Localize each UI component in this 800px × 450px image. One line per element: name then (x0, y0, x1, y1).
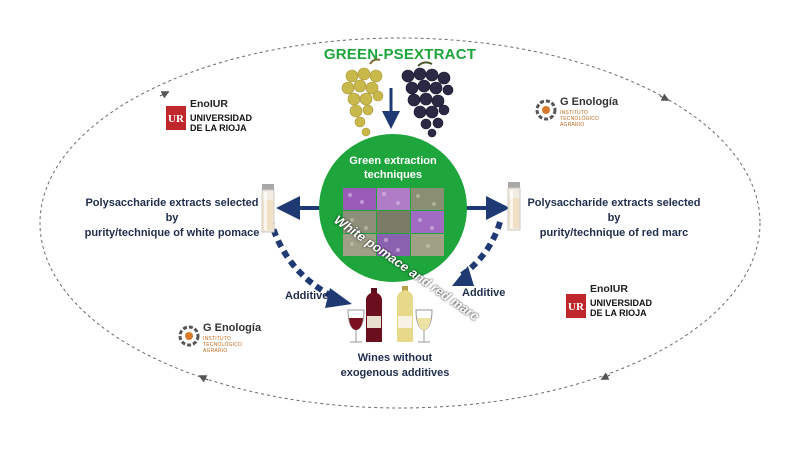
additive-left-label: Additive (285, 290, 329, 302)
ur-emblem-icon: UR (166, 106, 186, 130)
pomace-photo-mosaic (343, 188, 444, 256)
genologia-sub1: INSTITUTO (203, 336, 232, 342)
right-dashed-arrowhead (452, 266, 474, 286)
genologia-sub1: INSTITUTO (560, 110, 589, 116)
genologia-sub2: TECNOLÓGICO (560, 116, 600, 122)
univ-line2: DE LA RIOJA (590, 308, 647, 318)
extract-vial-icon (261, 184, 275, 233)
genologia-sub3: AGRARIO (203, 348, 228, 354)
center-heading-line1: Green extraction (349, 155, 437, 167)
wines-label: Wines without exogenous additives (330, 351, 460, 381)
cycle-ellipse (39, 37, 761, 409)
gearshape-logo-icon (535, 99, 557, 121)
ellipse-arrow-bottom-right (600, 372, 611, 380)
enoiur-name: EnoIUR (190, 98, 228, 110)
center-heading: Green extraction techniques (333, 154, 453, 182)
genologia-sub3: AGRARIO (560, 122, 585, 128)
univ-line1: UNIVERSIDAD (590, 298, 653, 308)
genologia-name: G Enología (203, 322, 262, 334)
enoiur-logo-top: EnoIUR UNIVERSIDAD DE LA RIOJA (190, 98, 252, 133)
left-extract-label: Polysaccharide extracts selected by puri… (82, 196, 262, 241)
ellipse-arrow-top-right (659, 93, 670, 101)
univ-line1: UNIVERSIDAD (190, 113, 253, 123)
ellipse-arrow-top-left (159, 91, 170, 99)
left-extract-line2: purity/technique of white pomace (84, 227, 260, 239)
gearshape-logo-icon (178, 325, 200, 347)
wines-line1: Wines without (357, 352, 433, 364)
red-grapes-icon (401, 61, 454, 138)
right-extract-line1: Polysaccharide extracts selected by (527, 197, 701, 224)
ur-emblem-icon: UR (566, 294, 586, 318)
enoiur-logo-bottom: EnoIUR UNIVERSIDAD DE LA RIOJA (590, 283, 652, 318)
extract-vial-icon (507, 182, 521, 231)
ellipse-arrow-bottom-left (198, 375, 209, 383)
additive-right-label: Additive (462, 287, 506, 299)
left-extract-line1: Polysaccharide extracts selected by (85, 197, 259, 224)
genologia-name: G Enología (560, 96, 619, 108)
ur-emblem-text: UR (568, 301, 585, 313)
white-grapes-icon (341, 58, 384, 137)
wines-line2: exogenous additives (340, 367, 450, 379)
genologia-sub2: TECNOLÓGICO (203, 342, 243, 348)
ur-emblem-text: UR (168, 113, 185, 125)
genologia-logo-top: G Enología INSTITUTO TECNOLÓGICO AGRARIO (560, 96, 618, 128)
left-dashed-arrowhead (325, 288, 352, 308)
project-title: GREEN-PSEXTRACT (323, 46, 477, 63)
wine-bottles-icon (347, 286, 433, 343)
right-extract-label: Polysaccharide extracts selected by puri… (524, 196, 704, 241)
center-heading-line2: techniques (363, 169, 423, 181)
right-extract-line2: purity/technique of red marc (539, 227, 689, 239)
univ-line2: DE LA RIOJA (190, 123, 247, 133)
enoiur-name: EnoIUR (590, 283, 628, 295)
genologia-logo-bottom: G Enología INSTITUTO TECNOLÓGICO AGRARIO (203, 322, 261, 354)
